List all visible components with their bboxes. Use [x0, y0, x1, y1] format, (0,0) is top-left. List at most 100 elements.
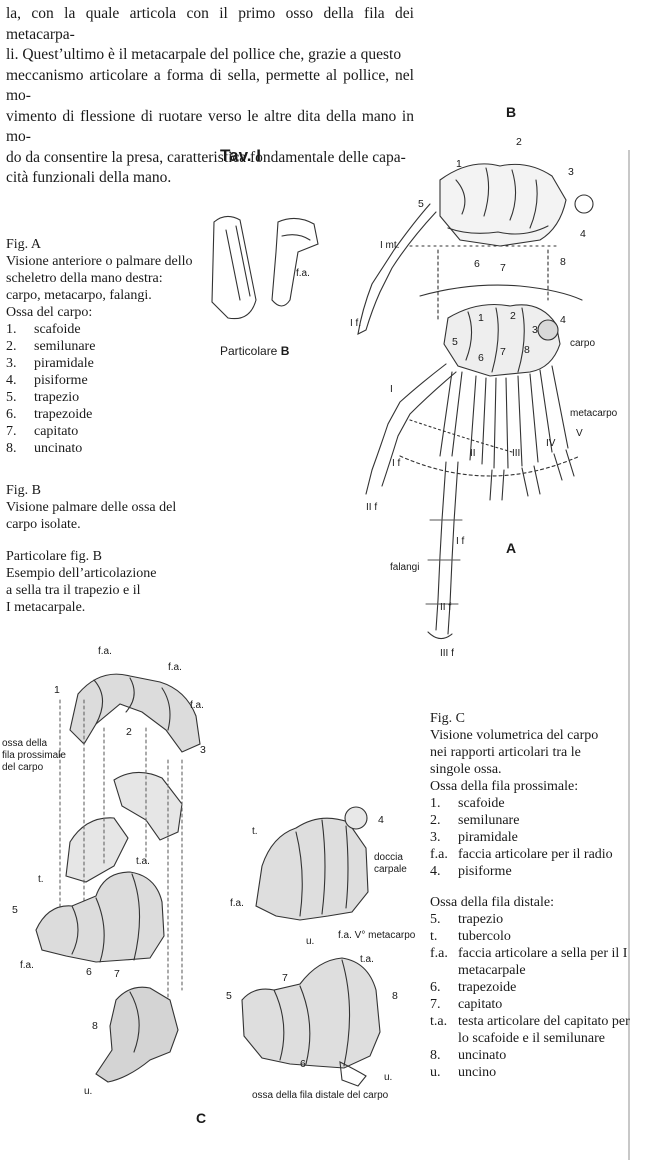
label-3: 3 — [532, 324, 538, 336]
label-ta: t.a. — [136, 856, 150, 867]
intro-line: meccanismo articolare a forma di sella, … — [6, 66, 414, 105]
label-fa: f.a. — [20, 960, 34, 971]
label-4: 4 — [580, 228, 586, 240]
label-iii-f: III f — [440, 648, 454, 659]
label-ta: t.a. — [360, 954, 374, 965]
list-item: t.tubercolo — [430, 929, 511, 944]
hand-skeleton-drawing — [357, 163, 594, 640]
intro-line: cità funzionali della mano. — [6, 169, 172, 186]
list-item: 8.uncinato — [6, 441, 83, 456]
label-ii-f: II f — [440, 602, 452, 613]
proximal-row-list: 1.scafoide 2.semilunare 3.piramidale f.a… — [430, 795, 630, 880]
label-t: t. — [252, 826, 258, 837]
list-item: t.a.testa articolare del capitato per lo… — [430, 1014, 630, 1046]
fig-c-distal-right-drawing — [241, 957, 381, 1087]
caption-line: Visione volumetrica del carpo — [430, 728, 599, 743]
label-u: u. — [384, 1072, 393, 1083]
list-item: f.a.faccia articolare a sella per il I m… — [430, 946, 628, 978]
list-item: 4.pisiforme — [6, 373, 88, 388]
caption-detail-b: Particolare fig. B Esempio dell’articola… — [6, 548, 206, 616]
figure-letter-c: C — [196, 1110, 207, 1126]
label-2: 2 — [126, 726, 132, 738]
caption-fig-a: Fig. A Visione anteriore o palmare dello… — [6, 236, 206, 457]
label-7: 7 — [114, 968, 120, 980]
list-item: 2.semilunare — [6, 339, 96, 354]
label-carpo: carpo — [570, 338, 596, 349]
list-item: 5.trapezio — [430, 912, 504, 927]
caption-line: a sella tra il trapezio e il — [6, 583, 141, 598]
label-8: 8 — [524, 344, 530, 356]
label-metacarpo: metacarpo — [570, 408, 618, 419]
detail-b-drawing — [211, 215, 319, 320]
label-8: 8 — [392, 990, 398, 1002]
label-ossa-prossimale: ossa della fila prossimale del carpo — [2, 738, 66, 773]
list-item: 6.trapezoide — [430, 980, 517, 995]
caption-title: Fig. B — [6, 483, 42, 498]
intro-paragraph: la, con la quale articola con il primo o… — [6, 4, 414, 189]
label-3: 3 — [568, 166, 574, 178]
caption-line: Esempio dell’articolazione — [6, 566, 157, 581]
caption-line: carpo isolate. — [6, 517, 81, 532]
caption-line: Visione anteriore o palmare dello — [6, 254, 193, 269]
label-fa: f.a. — [230, 898, 244, 909]
caption-subtitle: Ossa della fila distale: — [430, 895, 555, 910]
list-item: 4.pisiforme — [430, 864, 512, 879]
figure-letter-a: A — [506, 540, 517, 556]
label-iv: IV — [546, 438, 556, 449]
page-edge-shadow — [628, 150, 630, 1160]
label-ossa-distale: ossa della fila distale del carpo — [252, 1090, 389, 1101]
label-v: V — [576, 428, 583, 439]
caption-line: nei rapporti articolari tra le — [430, 745, 581, 760]
list-item: 5.trapezio — [6, 390, 80, 405]
caption-subtitle: Ossa del carpo: — [6, 305, 93, 320]
label-doccia-carpale: doccia carpale — [374, 852, 407, 875]
list-item: 2.semilunare — [430, 813, 520, 828]
label-2: 2 — [516, 136, 522, 148]
label-ii-f: II f — [366, 502, 378, 513]
caption-title: Particolare fig. B — [6, 549, 103, 564]
label-8: 8 — [560, 256, 566, 268]
label-7: 7 — [282, 972, 288, 984]
fig-c-proximal-drawing — [59, 673, 201, 1001]
label-ii: II — [470, 448, 476, 459]
label-5: 5 — [418, 198, 424, 210]
plate-title: Tav. I — [220, 146, 261, 165]
label-5: 5 — [226, 990, 232, 1002]
label-7: 7 — [500, 262, 506, 274]
label-t: t. — [38, 874, 44, 885]
label-falangi: falangi — [390, 562, 420, 573]
label-8: 8 — [92, 1020, 98, 1032]
label-fa: f.a. — [296, 268, 310, 279]
label-1: 1 — [456, 158, 462, 170]
caption-subtitle: Ossa della fila prossimale: — [430, 779, 579, 794]
label-fa: f.a. — [98, 646, 112, 657]
particolare-label: Particolare B — [220, 344, 290, 358]
label-u: u. — [306, 936, 315, 947]
list-item: 7.capitato — [6, 424, 79, 439]
label-1: 1 — [478, 312, 484, 324]
figure-letter-b: B — [506, 104, 517, 120]
distal-row-list: 5.trapezio t.tubercolo f.a.faccia artico… — [430, 911, 630, 1081]
intro-line: la, con la quale articola con il primo o… — [6, 5, 414, 43]
intro-line: li. Quest’ultimo è il metacarpale del po… — [6, 46, 402, 63]
label-fa-v-metacarpo: f.a. V° metacarpo — [338, 930, 416, 941]
label-6: 6 — [478, 352, 484, 364]
label-fa: f.a. — [168, 662, 182, 673]
list-item: 3.piramidale — [6, 356, 94, 371]
caption-line: singole ossa. — [430, 762, 502, 777]
label-3: 3 — [200, 744, 206, 756]
label-6: 6 — [474, 258, 480, 270]
label-fa: f.a. — [190, 700, 204, 711]
caption-line: scheletro della mano destra: — [6, 271, 163, 286]
intro-line: vimento di flessione di ruotare verso le… — [6, 107, 414, 146]
caption-fig-c: Fig. C Visione volumetrica del carpo nei… — [430, 710, 630, 1081]
list-item: f.a.faccia articolare per il radio — [430, 847, 613, 862]
list-item: 6.trapezoide — [6, 407, 93, 422]
list-item: 1.scafoide — [430, 796, 505, 811]
label-i-f-dot: I f. — [350, 318, 362, 329]
label-6: 6 — [86, 966, 92, 978]
label-i-mt: I mt. — [380, 240, 400, 251]
list-item: 7.capitato — [430, 997, 503, 1012]
label-i-f: I f — [392, 458, 401, 469]
